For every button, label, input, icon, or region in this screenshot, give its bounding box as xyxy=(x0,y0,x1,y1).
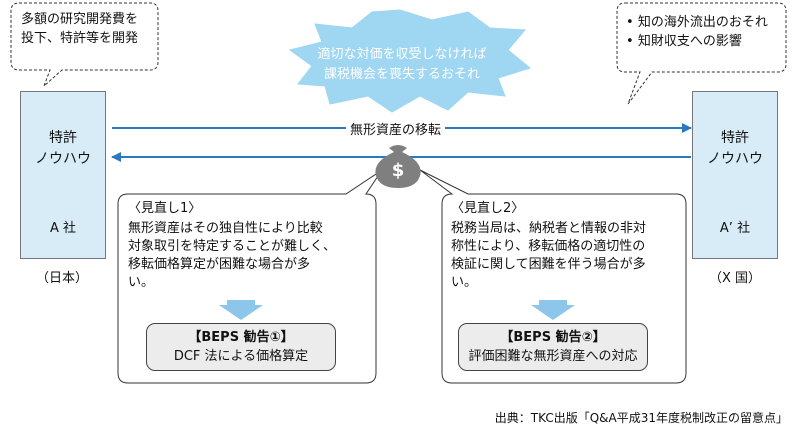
risk-burst xyxy=(288,9,532,113)
review1: 〈見直し1〉 無形資産はその独自性により比較 対象取引を特定することが難しく、 … xyxy=(128,200,368,292)
top-left-callout xyxy=(10,2,159,87)
down-arrow-2 xyxy=(531,300,575,320)
review2-heading: 〈見直し2〉 xyxy=(451,201,525,216)
company-a-asset: 特許 ノウハウ xyxy=(35,130,91,167)
source-citation: 出典：TKC出版「Q&A平成31年度税制改正の留意点」 xyxy=(494,411,788,425)
company-a-prime-box: 特許 ノウハウ A’ 社 xyxy=(692,91,778,259)
review2: 〈見直し2〉 税務当局は、納税者と情報の非対 称性により、移転価格の適切性の 検… xyxy=(451,200,683,292)
transfer-label: 無形資産の移転 xyxy=(346,119,446,138)
dollar-icon: $ xyxy=(391,160,405,181)
beps2-body: 評価困難な無形資産への対応 xyxy=(468,349,638,364)
top-right-note: • 知の海外流出のおそれ • 知財収支への影響 xyxy=(626,13,768,51)
beps1-body: DCF 法による価格算定 xyxy=(173,349,309,364)
country-x: （X 国） xyxy=(709,271,762,286)
company-a-box: 特許 ノウハウ A 社 xyxy=(20,91,106,259)
money-bag-icon xyxy=(375,145,421,188)
bullet-item: • 知の海外流出のおそれ xyxy=(626,15,768,30)
beps2-title: 【BEPS 勧告②】 xyxy=(500,330,606,345)
company-a-prime-asset: 特許 ノウハウ xyxy=(707,130,763,167)
beps-box-1: 【BEPS 勧告①】 DCF 法による価格算定 xyxy=(146,323,336,371)
company-a-name: A 社 xyxy=(49,221,77,236)
review1-body: 無形資産はその独自性により比較 対象取引を特定することが難しく、 移転価格算定が… xyxy=(128,221,337,290)
company-a-prime-name: A’ 社 xyxy=(719,221,751,236)
burst-text: 適切な対価を収受しなければ 課税機会を喪失するおそれ xyxy=(317,47,487,82)
top-right-callout xyxy=(616,2,787,105)
review1-heading: 〈見直し1〉 xyxy=(128,201,202,216)
top-left-note: 多額の研究開発費を 投下、特許等を開発 xyxy=(21,12,139,46)
country-japan: （日本） xyxy=(36,271,89,286)
beps1-title: 【BEPS 勧告①】 xyxy=(188,330,294,345)
down-arrow-1 xyxy=(219,300,263,320)
beps-box-2: 【BEPS 勧告②】 評価困難な無形資産への対応 xyxy=(458,323,648,371)
bullet-item: • 知財収支への影響 xyxy=(626,34,742,49)
review2-body: 税務当局は、納税者と情報の非対 称性により、移転価格の適切性の 検証に関して困難… xyxy=(451,221,647,290)
